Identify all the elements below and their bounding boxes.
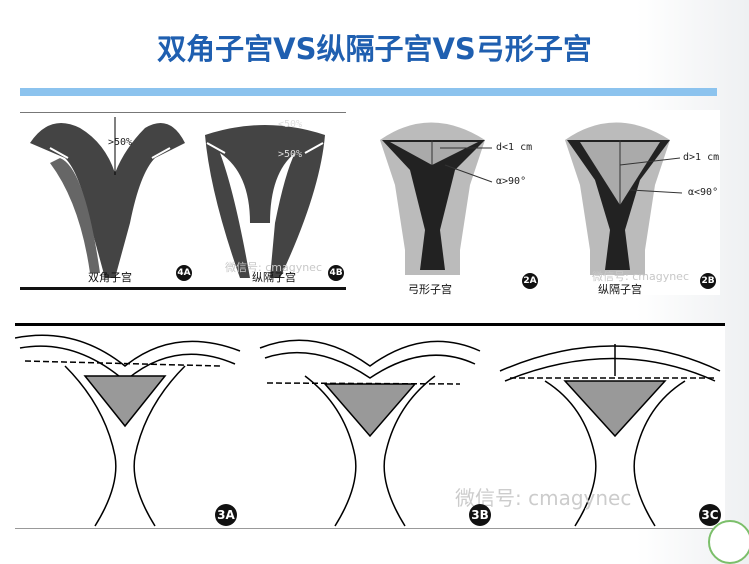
septate-angle: α<90°: [688, 187, 719, 198]
figure-3-panel: 微信号: cmagynec 3A 3B 3C: [14, 323, 725, 529]
septate-depth: d>1 cm: [683, 152, 720, 163]
uterus-diagram-4: [30, 117, 325, 278]
figure-badge-4b: 4B: [328, 265, 344, 281]
figure-badge-2b: 2B: [700, 273, 716, 289]
arcuate-label: 弓形子宫: [408, 283, 452, 296]
bicornuate-label: 双角子宫: [88, 271, 132, 284]
septate-uterus-shape: [205, 125, 325, 278]
arcuate-angle: α>90°: [496, 176, 527, 187]
figure-badge-3b: 3B: [469, 504, 491, 526]
bicornuate-measure: >50%: [108, 137, 133, 148]
title-divider: [20, 88, 717, 96]
watermark: 微信号: cmagynec: [592, 270, 689, 283]
septate-label-2: 纵隔子宫: [598, 283, 642, 296]
bicornuate-uterus-shape: [30, 123, 185, 278]
hospital-logo: [708, 520, 749, 564]
figure-2-panel: d<1 cm α>90° d>1 cm α<90° 弓形子宫 2A 微信号: c…: [370, 110, 720, 296]
uterus-diagram-3: [14, 334, 721, 527]
uterus-outline-3b: [259, 339, 481, 527]
septate-uterus-shape-2: [565, 122, 670, 275]
uterus-outline-3c: [499, 344, 721, 527]
septate-measure-bottom: >50%: [278, 149, 303, 160]
septate-measure-top: <50%: [278, 119, 303, 130]
slide-title: 双角子宫VS纵隔子宫VS弓形子宫: [157, 32, 592, 66]
arcuate-depth: d<1 cm: [496, 142, 533, 153]
figure-badge-4a: 4A: [176, 265, 192, 281]
figure-4-panel: >50% <50% >50% 双角子宫 4A 微信号: cmagynec 纵隔子…: [20, 112, 346, 290]
figure-badge-2a: 2A: [522, 273, 538, 289]
uterus-diagram-2: [380, 122, 683, 275]
septate-label: 纵隔子宫: [252, 271, 296, 284]
figure-badge-3c: 3C: [699, 504, 721, 526]
watermark: 微信号: cmagynec: [225, 261, 322, 274]
figure-badge-3a: 3A: [215, 504, 237, 526]
uterus-outline-3a: [14, 334, 241, 527]
